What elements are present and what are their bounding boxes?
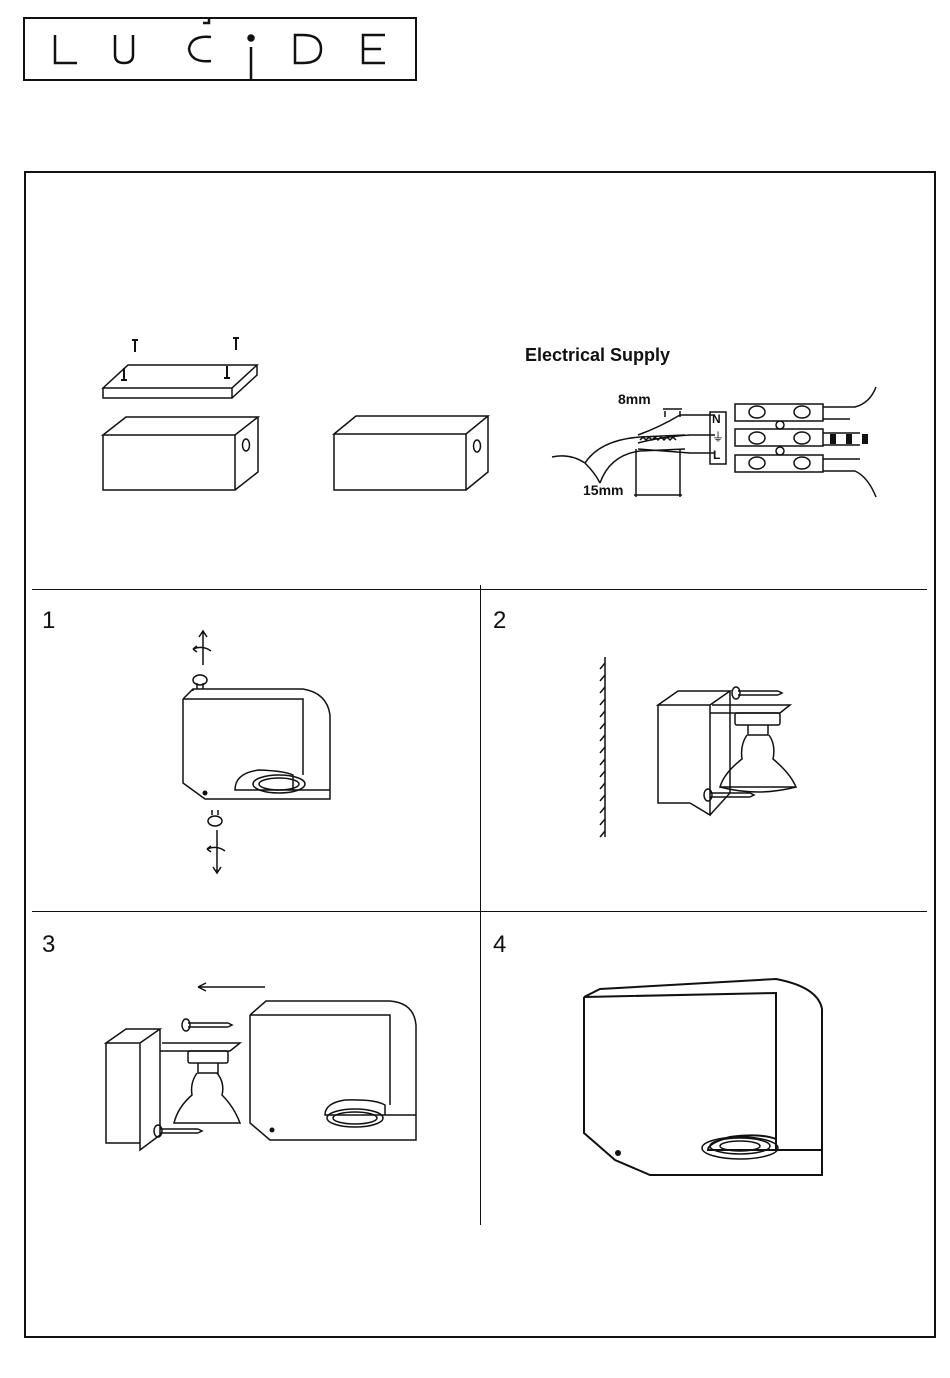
terminal-label-l: L xyxy=(713,448,720,462)
sheath-strip-length: 15mm xyxy=(583,482,623,498)
mounting-plate-diagram xyxy=(100,335,270,495)
step-number-4: 4 xyxy=(493,931,506,959)
grid-divider-vertical xyxy=(480,585,481,1225)
housing-box-diagram xyxy=(330,412,495,494)
terminal-label-earth: ⏚ xyxy=(712,428,724,445)
terminal-label-n: N xyxy=(712,412,721,426)
step4-finished-luminaire-illustration xyxy=(580,975,825,1180)
electrical-supply-title: Electrical Supply xyxy=(525,345,670,366)
wire-strip-length: 8mm xyxy=(618,391,651,407)
step2-mount-to-wall-illustration xyxy=(600,655,810,840)
step-number-3: 3 xyxy=(42,931,55,959)
step-number-1: 1 xyxy=(42,607,55,635)
step1-remove-screws-illustration xyxy=(175,625,340,875)
step3-slide-on-housing-illustration xyxy=(100,975,420,1155)
lucide-logo xyxy=(23,17,417,81)
step-number-2: 2 xyxy=(493,607,506,635)
